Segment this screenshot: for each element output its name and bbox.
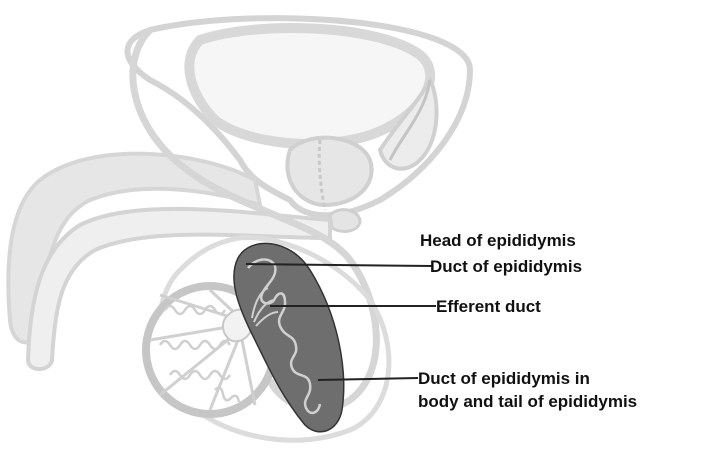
bladder [189, 28, 430, 144]
label-efferent-duct: Efferent duct [436, 296, 541, 319]
label-duct-body-tail-line2: body and tail of epididymis [418, 391, 637, 414]
bulbourethral-gland [330, 210, 360, 232]
label-duct-of-epididymis: Duct of epididymis [430, 256, 582, 279]
label-duct-body-tail-line1: Duct of epididymis in [418, 368, 637, 391]
prostate [287, 138, 371, 205]
label-duct-body-tail: Duct of epididymis in body and tail of e… [418, 368, 637, 414]
label-head-of-epididymis: Head of epididymis [420, 230, 576, 253]
